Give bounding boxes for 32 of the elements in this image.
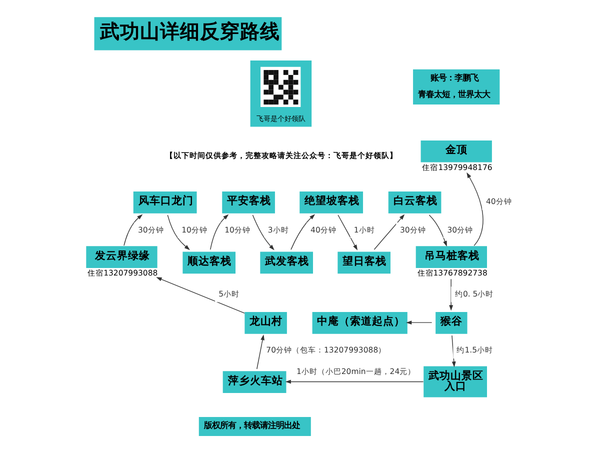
node-box: 武功山景区入口: [423, 366, 486, 398]
arrow: [373, 214, 404, 250]
node-box: 猴谷: [435, 312, 467, 334]
arrow: [428, 214, 446, 247]
node-box: 萍乡火车站: [222, 371, 286, 393]
node-box: 平安客栈: [222, 192, 274, 214]
cluster: 飞哥是个好领队: [250, 60, 312, 127]
node-box: 风车口龙门: [132, 192, 196, 214]
node-box: 金顶: [420, 140, 492, 162]
node-box: 龙山村: [244, 312, 286, 334]
arrow: [448, 278, 453, 311]
node-box: 望日客栈: [337, 252, 390, 274]
arrow: [252, 214, 274, 250]
arrow: [123, 214, 142, 246]
arrow: [210, 214, 228, 250]
arrow: [406, 320, 432, 325]
arrow: [466, 172, 483, 246]
node-box: 发云界绿缘: [86, 246, 157, 268]
arrow: [290, 214, 315, 250]
arrow: [256, 334, 264, 370]
node-box: 中庵（索道起点）: [312, 312, 407, 334]
node-box: 账号：李鹏飞 青春太短，世界太大: [412, 69, 500, 105]
arrow: [337, 214, 358, 250]
node-box: 版权所有，转载请注明出处: [198, 416, 310, 436]
node-box: 吊马桩客栈: [415, 246, 486, 268]
node-box: 绝望坡客栈: [299, 192, 363, 214]
node-box: 顺达客栈: [182, 252, 236, 274]
arrow: [166, 214, 190, 250]
node-box: 武发客栈: [260, 252, 312, 274]
diagram-title: 武功山详细反穿路线: [99, 20, 280, 43]
node-box: 白云客栈: [388, 192, 441, 214]
arrow: [284, 380, 424, 384]
